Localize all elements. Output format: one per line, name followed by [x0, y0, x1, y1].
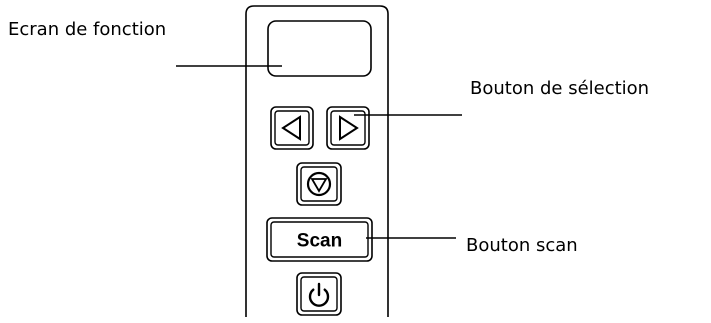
scan-button-label: Scan — [297, 231, 342, 252]
control-panel-outline — [245, 5, 389, 317]
stop-button[interactable] — [296, 162, 342, 206]
stop-icon — [306, 171, 332, 197]
scan-button[interactable]: Scan — [266, 217, 373, 262]
function-screen-label: Ecran de fonction — [8, 19, 167, 40]
selection-left-button[interactable] — [270, 106, 314, 150]
triangle-right-icon — [339, 115, 359, 141]
function-screen — [267, 20, 372, 77]
selection-right-button[interactable] — [326, 106, 370, 150]
selection-button-label: Bouton de sélection — [470, 78, 650, 99]
triangle-left-icon — [281, 115, 301, 141]
power-button[interactable] — [296, 272, 342, 316]
power-icon — [308, 282, 330, 307]
scan-button-callout-label: Bouton scan — [466, 235, 578, 256]
